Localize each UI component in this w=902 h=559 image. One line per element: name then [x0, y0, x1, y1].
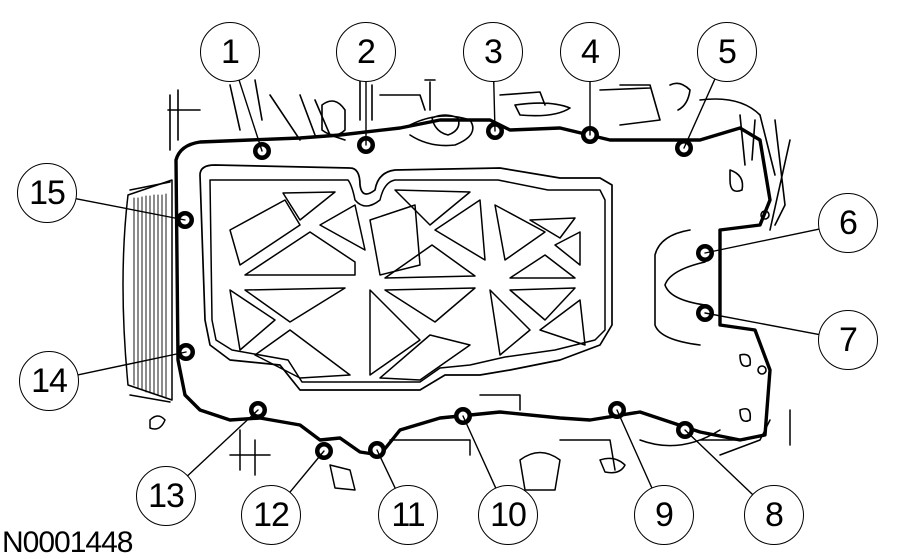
callout-1: 1 [200, 22, 260, 82]
pan-stiffening-ribs [229, 189, 586, 381]
leader-line-13 [187, 409, 259, 477]
leader-line-15 [75, 198, 186, 221]
callout-7: 7 [818, 310, 878, 370]
callout-2: 2 [336, 22, 396, 82]
crankshaft-pulley [122, 179, 173, 403]
callout-14: 14 [19, 351, 79, 411]
callout-6: 6 [818, 193, 878, 253]
callout-13: 13 [136, 466, 196, 526]
leader-line-8 [684, 429, 754, 495]
leader-line-3 [493, 81, 496, 132]
callout-9: 9 [634, 485, 694, 545]
bolt-heads [176, 122, 714, 460]
callout-15: 15 [17, 163, 77, 223]
callout-4: 4 [560, 22, 620, 82]
leader-line-14 [77, 351, 187, 376]
leader-line-12 [289, 450, 325, 493]
callout-10: 10 [478, 485, 538, 545]
engine-block-details [167, 79, 791, 231]
leader-line-1 [238, 79, 263, 152]
leader-line-6 [704, 228, 820, 254]
leader-line-5 [683, 78, 716, 149]
leader-lines [75, 78, 820, 495]
callout-8: 8 [744, 485, 804, 545]
leader-line-10 [462, 415, 497, 489]
callout-5: 5 [697, 22, 757, 82]
leader-line-11 [376, 449, 396, 489]
callout-11: 11 [378, 485, 438, 545]
rear-flange [654, 169, 770, 423]
figure-id-label: N0001448 [2, 526, 133, 559]
callout-12: 12 [241, 485, 301, 545]
leader-line-9 [616, 409, 653, 489]
oil-pan-gasket-outline [174, 118, 772, 457]
callout-3: 3 [463, 22, 523, 82]
lower-engine-details [149, 394, 791, 491]
leader-line-7 [704, 312, 820, 336]
